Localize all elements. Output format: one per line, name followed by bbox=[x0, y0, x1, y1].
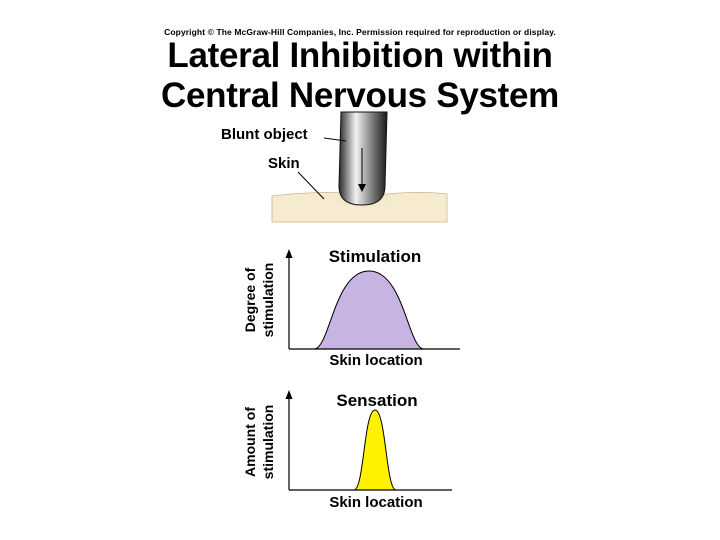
blunt-object-label: Blunt object bbox=[221, 126, 308, 143]
stimulation-curve bbox=[313, 270, 425, 350]
skin-leader bbox=[297, 171, 325, 200]
sensation-y-label-line-2: stimulation bbox=[260, 405, 276, 480]
page-title-line-1: Lateral Inhibition within bbox=[167, 36, 553, 75]
stimulation-title: Stimulation bbox=[329, 247, 422, 266]
sensation-y-label-line-1: Amount of bbox=[242, 407, 258, 477]
sensation-curve bbox=[353, 409, 397, 491]
stimulation-y-label-line-1: Degree of bbox=[242, 267, 258, 332]
skin-label: Skin bbox=[268, 155, 300, 172]
stimulation-x-label: Skin location bbox=[329, 352, 422, 369]
blunt-object bbox=[338, 111, 388, 206]
sensation-y-axis-arrow bbox=[285, 390, 293, 399]
blunt-object-leader bbox=[323, 137, 347, 142]
stimulation-y-label-line-2: stimulation bbox=[260, 263, 276, 338]
page-title-line-2: Central Nervous System bbox=[160, 76, 559, 115]
stimulation-y-axis-arrow bbox=[285, 249, 293, 258]
sensation-graph: Sensation Skin location Amount of stimul… bbox=[242, 390, 452, 511]
pressure-arrow-head bbox=[358, 184, 366, 192]
stimulation-graph: Stimulation Skin location Degree of stim… bbox=[242, 247, 460, 369]
copyright-notice: Copyright © The McGraw-Hill Companies, I… bbox=[164, 27, 556, 37]
sensation-x-label: Skin location bbox=[329, 494, 422, 511]
sensation-title: Sensation bbox=[336, 391, 417, 410]
